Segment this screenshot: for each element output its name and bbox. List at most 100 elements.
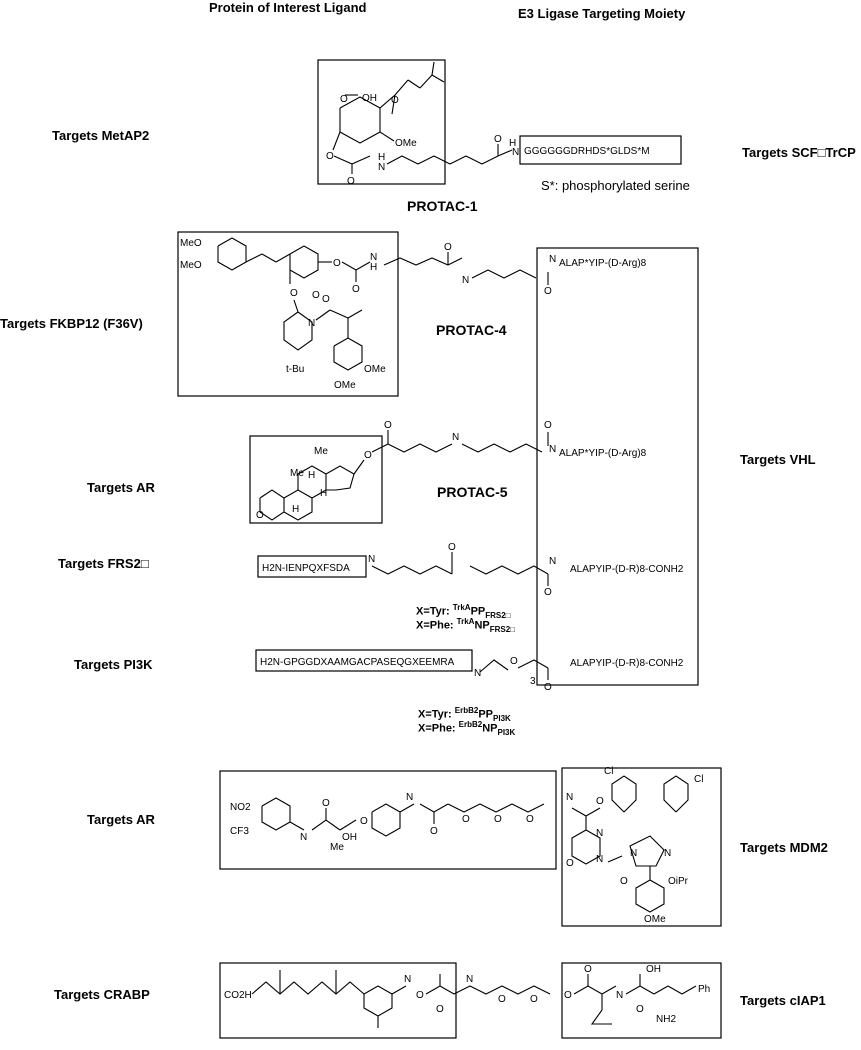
o-ester: O: [326, 151, 334, 162]
epoxide-o: O: [340, 94, 348, 105]
h-8: H: [308, 470, 315, 481]
n-ar: N: [300, 832, 307, 843]
n-label: N: [512, 147, 519, 158]
protac-1-label: PROTAC-1: [407, 198, 478, 214]
vhl-n-5: N: [549, 444, 556, 455]
scf-peptide-box: [519, 135, 682, 165]
n-linker-5: N: [452, 432, 459, 443]
me-ar: Me: [330, 842, 344, 853]
h-label: H: [509, 138, 516, 149]
ester-o: O: [290, 288, 298, 299]
fumagillin-box: [317, 59, 446, 185]
tbu-label: t-Bu: [286, 364, 304, 375]
target-pi3k: Targets PI3K: [74, 657, 153, 672]
pi3k-variant-phe: X=Phe: ErbB2NPPI3K: [418, 720, 516, 737]
ester-co: O: [312, 290, 320, 301]
target-ar-2: Targets AR: [87, 812, 155, 827]
frs2-variant-phe: X=Phe: TrkANPFRS2□: [416, 617, 516, 634]
pip-n: N: [308, 318, 315, 329]
oh-ciap: OH: [646, 964, 661, 975]
n-linker-4: N: [462, 275, 469, 286]
o-carbonyl-5: O: [544, 420, 552, 431]
oh-label: OH: [362, 93, 377, 104]
o-peg1: O: [462, 814, 470, 825]
o-peg3: O: [526, 814, 534, 825]
pi3k-variant-tyr: X=Tyr: ErbB2PPPI3K: [418, 706, 511, 723]
o-oxime: O: [416, 990, 424, 1001]
n-pip1: N: [596, 828, 603, 839]
vhl-seq-frs2: ALAPYIP-(D-R)8-CONH2: [570, 564, 684, 575]
o-peg2: O: [494, 814, 502, 825]
frs2-variant-tyr: X=Tyr: TrkAPPFRS2□: [416, 603, 511, 620]
protac5-linker: [371, 443, 453, 453]
nh2-ciap: NH2: [656, 1014, 676, 1025]
vhl-seq-5: ALAP*YIP-(D-Arg)8: [559, 448, 647, 459]
ome-4b: OMe: [334, 380, 356, 391]
target-crabp: Targets CRABP: [54, 987, 150, 1002]
no2-label: NO2: [230, 802, 251, 813]
scf-peptide-seq: GGGGGGDRHDS*GLDS*M: [524, 146, 650, 157]
pi3k-peptide-box: [255, 649, 473, 672]
h-9: H: [320, 488, 327, 499]
cl-2: Cl: [694, 774, 703, 785]
amide-h: H: [378, 152, 385, 163]
target-scf-trcp: Targets SCF□TrCP: [742, 145, 856, 160]
o-ar: O: [322, 798, 330, 809]
meo-2: MeO: [180, 260, 202, 271]
ome-mdm2: OMe: [644, 914, 666, 925]
n-oxime: N: [404, 974, 411, 985]
n-frs2: N: [368, 554, 375, 565]
oh-ar: OH: [342, 832, 357, 843]
me-19: Me: [290, 468, 304, 479]
me-18: Me: [314, 446, 328, 457]
protac-4-label: PROTAC-4: [436, 322, 507, 338]
frs2-peptide-box: [257, 555, 367, 578]
o-pip: O: [566, 858, 574, 869]
carbonyl-o: O: [347, 176, 355, 187]
n-pip2: N: [596, 854, 603, 865]
vhl-n-4: N: [549, 254, 556, 265]
ketone-o: O: [256, 510, 264, 521]
h-5: H: [292, 504, 299, 515]
o-crabp-peg2: O: [530, 994, 538, 1005]
epoxide-o2: O: [391, 95, 399, 106]
ar-steroid-box: [249, 435, 383, 524]
o-frs2: O: [448, 542, 456, 553]
o-amide-pip: O: [322, 294, 330, 305]
n-ar2: N: [406, 792, 413, 803]
target-metap2: Targets MetAP2: [52, 128, 150, 143]
header-e3-ligase: E3 Ligase Targeting Moiety: [518, 6, 686, 21]
mdm2-ligand-box: [561, 767, 722, 927]
n-imid1: N: [630, 848, 637, 859]
o-steroid: O: [364, 450, 372, 461]
target-fkbp12: Targets FKBP12 (F36V): [0, 316, 143, 331]
o-pi3k-b: O: [544, 682, 552, 693]
phospho-note: S*: phosphorylated serine: [541, 178, 690, 193]
o-ether-ar: O: [360, 816, 368, 827]
o-crabp-co: O: [436, 1004, 444, 1015]
n-crabp: N: [466, 974, 473, 985]
o-frs2b: O: [544, 587, 552, 598]
o-carbonyl-4: O: [352, 284, 360, 295]
cl-1: Cl: [604, 766, 613, 777]
vhl-seq-pi3k: ALAPYIP-(D-R)8-CONH2: [570, 658, 684, 669]
meo-1: MeO: [180, 238, 202, 249]
frs2-seq: H2N-IENPQXFSDA: [262, 563, 350, 574]
pi3k-seq: H2N-GPGGDXAAMGACPASEQGXEEMRA: [260, 657, 455, 668]
vhl-seq-4: ALAP*YIP-(D-Arg)8: [559, 258, 647, 269]
o-linker-5: O: [384, 420, 392, 431]
o-ester-ciap: O: [564, 990, 572, 1001]
ar-ligand-box: [219, 770, 557, 870]
target-ciap1: Targets cIAP1: [740, 993, 826, 1008]
protac-5-label: PROTAC-5: [437, 484, 508, 500]
n-mdm2: N: [566, 792, 573, 803]
n-ciap: N: [616, 990, 623, 1001]
o-linker-4: O: [444, 242, 452, 253]
co2h-label: CO2H: [224, 990, 252, 1001]
o-ciap-co2: O: [636, 1004, 644, 1015]
protac4-linker: [383, 257, 463, 266]
o-carbonyl-4b: O: [544, 286, 552, 297]
o-pi3k: O: [510, 656, 518, 667]
o-urea: O: [620, 876, 628, 887]
